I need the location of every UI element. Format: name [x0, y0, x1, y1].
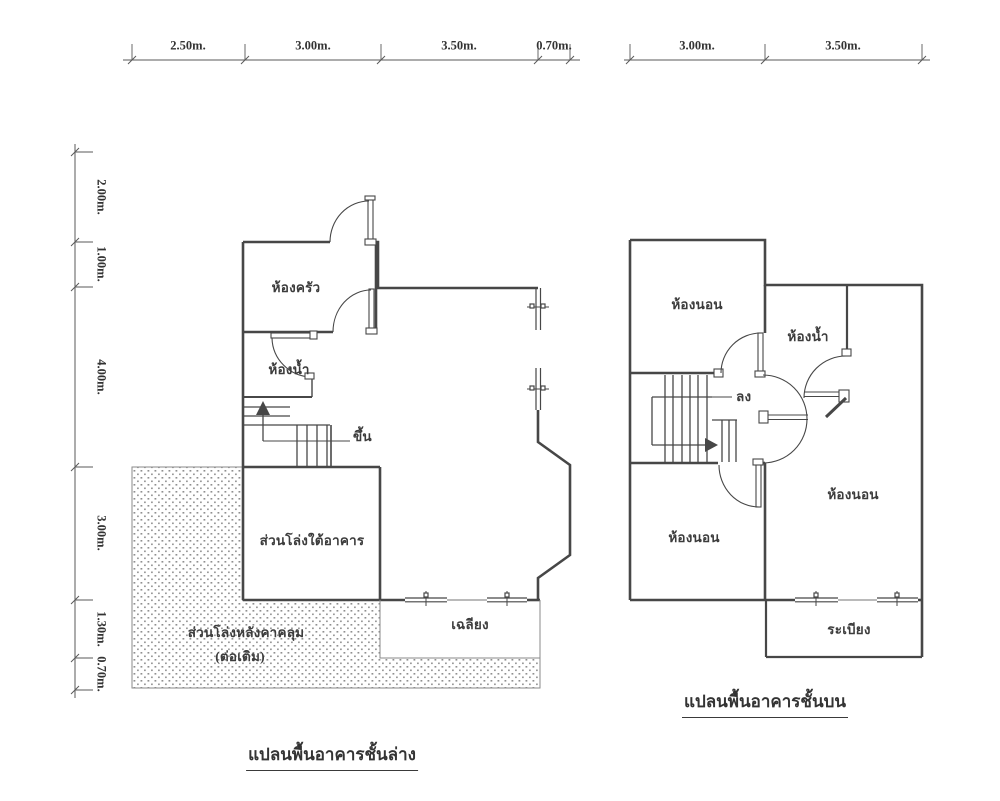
room-label-bathroom: ห้องน้ำ — [268, 362, 310, 377]
top-dimension-line-upper-floor — [624, 44, 930, 65]
ground-floor-plan — [131, 195, 572, 689]
upper-floor-title: แปลนพื้นอาคารชั้นบน — [682, 688, 848, 718]
stairs-up-label: ขึ้น — [353, 429, 372, 444]
door-swing-arc — [271, 337, 312, 378]
bedroom-top-left-door — [720, 332, 766, 378]
door-swing-arc — [720, 332, 762, 374]
room-label-bedroom-bottom-left: ห้องนอน — [668, 530, 720, 545]
room-label-covered-space: ส่วนโล่งหลังคาคลุม — [187, 625, 305, 640]
dim-label: 2.50m. — [170, 38, 206, 53]
upper-floor-balcony-windows — [795, 591, 918, 606]
room-label-bathroom-upper: ห้องน้ำ — [787, 329, 829, 344]
stairs-down-label: ลง — [736, 389, 752, 404]
room-label-kitchen: ห้องครัว — [271, 280, 321, 295]
room-label-bedroom-right: ห้องนอน — [827, 487, 879, 502]
door-swing-arc — [718, 464, 760, 508]
ground-floor-title: แปลนพื้นอาคารชั้นล่าง — [246, 741, 418, 771]
door-swing-arc — [332, 289, 372, 333]
ground-floor-stairs — [243, 401, 350, 467]
bay-window-wall — [536, 410, 572, 600]
covered-extension-area — [131, 466, 541, 689]
dim-label: 2.00m. — [94, 179, 109, 215]
dim-label: 3.50m. — [441, 38, 477, 53]
dim-label: 0.70m. — [94, 656, 109, 692]
bedroom-right-door — [758, 389, 850, 424]
upper-floor-doors — [718, 332, 850, 508]
bedroom-bottom-left-door — [718, 458, 764, 508]
dim-label: 3.00m. — [94, 515, 109, 551]
kitchen-door — [332, 288, 378, 335]
stairs-down-arrow — [705, 438, 718, 452]
room-label-porch: เฉลียง — [451, 617, 489, 632]
dim-label: 1.30m. — [94, 611, 109, 647]
room-label-extension-note: (ต่อเติม) — [215, 649, 265, 664]
upper-floor-plan — [628, 238, 924, 659]
porch-boundary — [379, 600, 541, 688]
room-label-bedroom-top-left: ห้องนอน — [671, 297, 723, 312]
ground-floor-porch-windows — [405, 591, 527, 606]
ground-floor-side-windows — [527, 288, 549, 410]
bathroom-door-swing-arc — [803, 355, 847, 399]
dim-label: 1.00m. — [94, 246, 109, 282]
door-leaf — [824, 396, 848, 419]
stairs-up-arrow — [256, 401, 270, 415]
dim-label: 3.00m. — [295, 38, 331, 53]
entrance-door — [329, 195, 377, 246]
dim-label: 4.00m. — [94, 359, 109, 395]
room-label-balcony: ระเบียง — [827, 622, 871, 637]
dim-label: 3.00m. — [679, 38, 715, 53]
dimension-lines — [70, 44, 930, 698]
left-dimension-line — [70, 144, 93, 698]
upper-floor-stairs — [651, 375, 737, 463]
door-swing-arc — [329, 200, 370, 243]
dim-label: 3.50m. — [825, 38, 861, 53]
dim-label: 0.70m. — [536, 38, 572, 53]
bathroom-door — [270, 330, 318, 380]
top-dimension-line-ground-floor — [123, 44, 580, 65]
room-label-open-space: ส่วนโล่งใต้อาคาร — [259, 533, 365, 548]
upper-floor-walls — [628, 238, 924, 659]
